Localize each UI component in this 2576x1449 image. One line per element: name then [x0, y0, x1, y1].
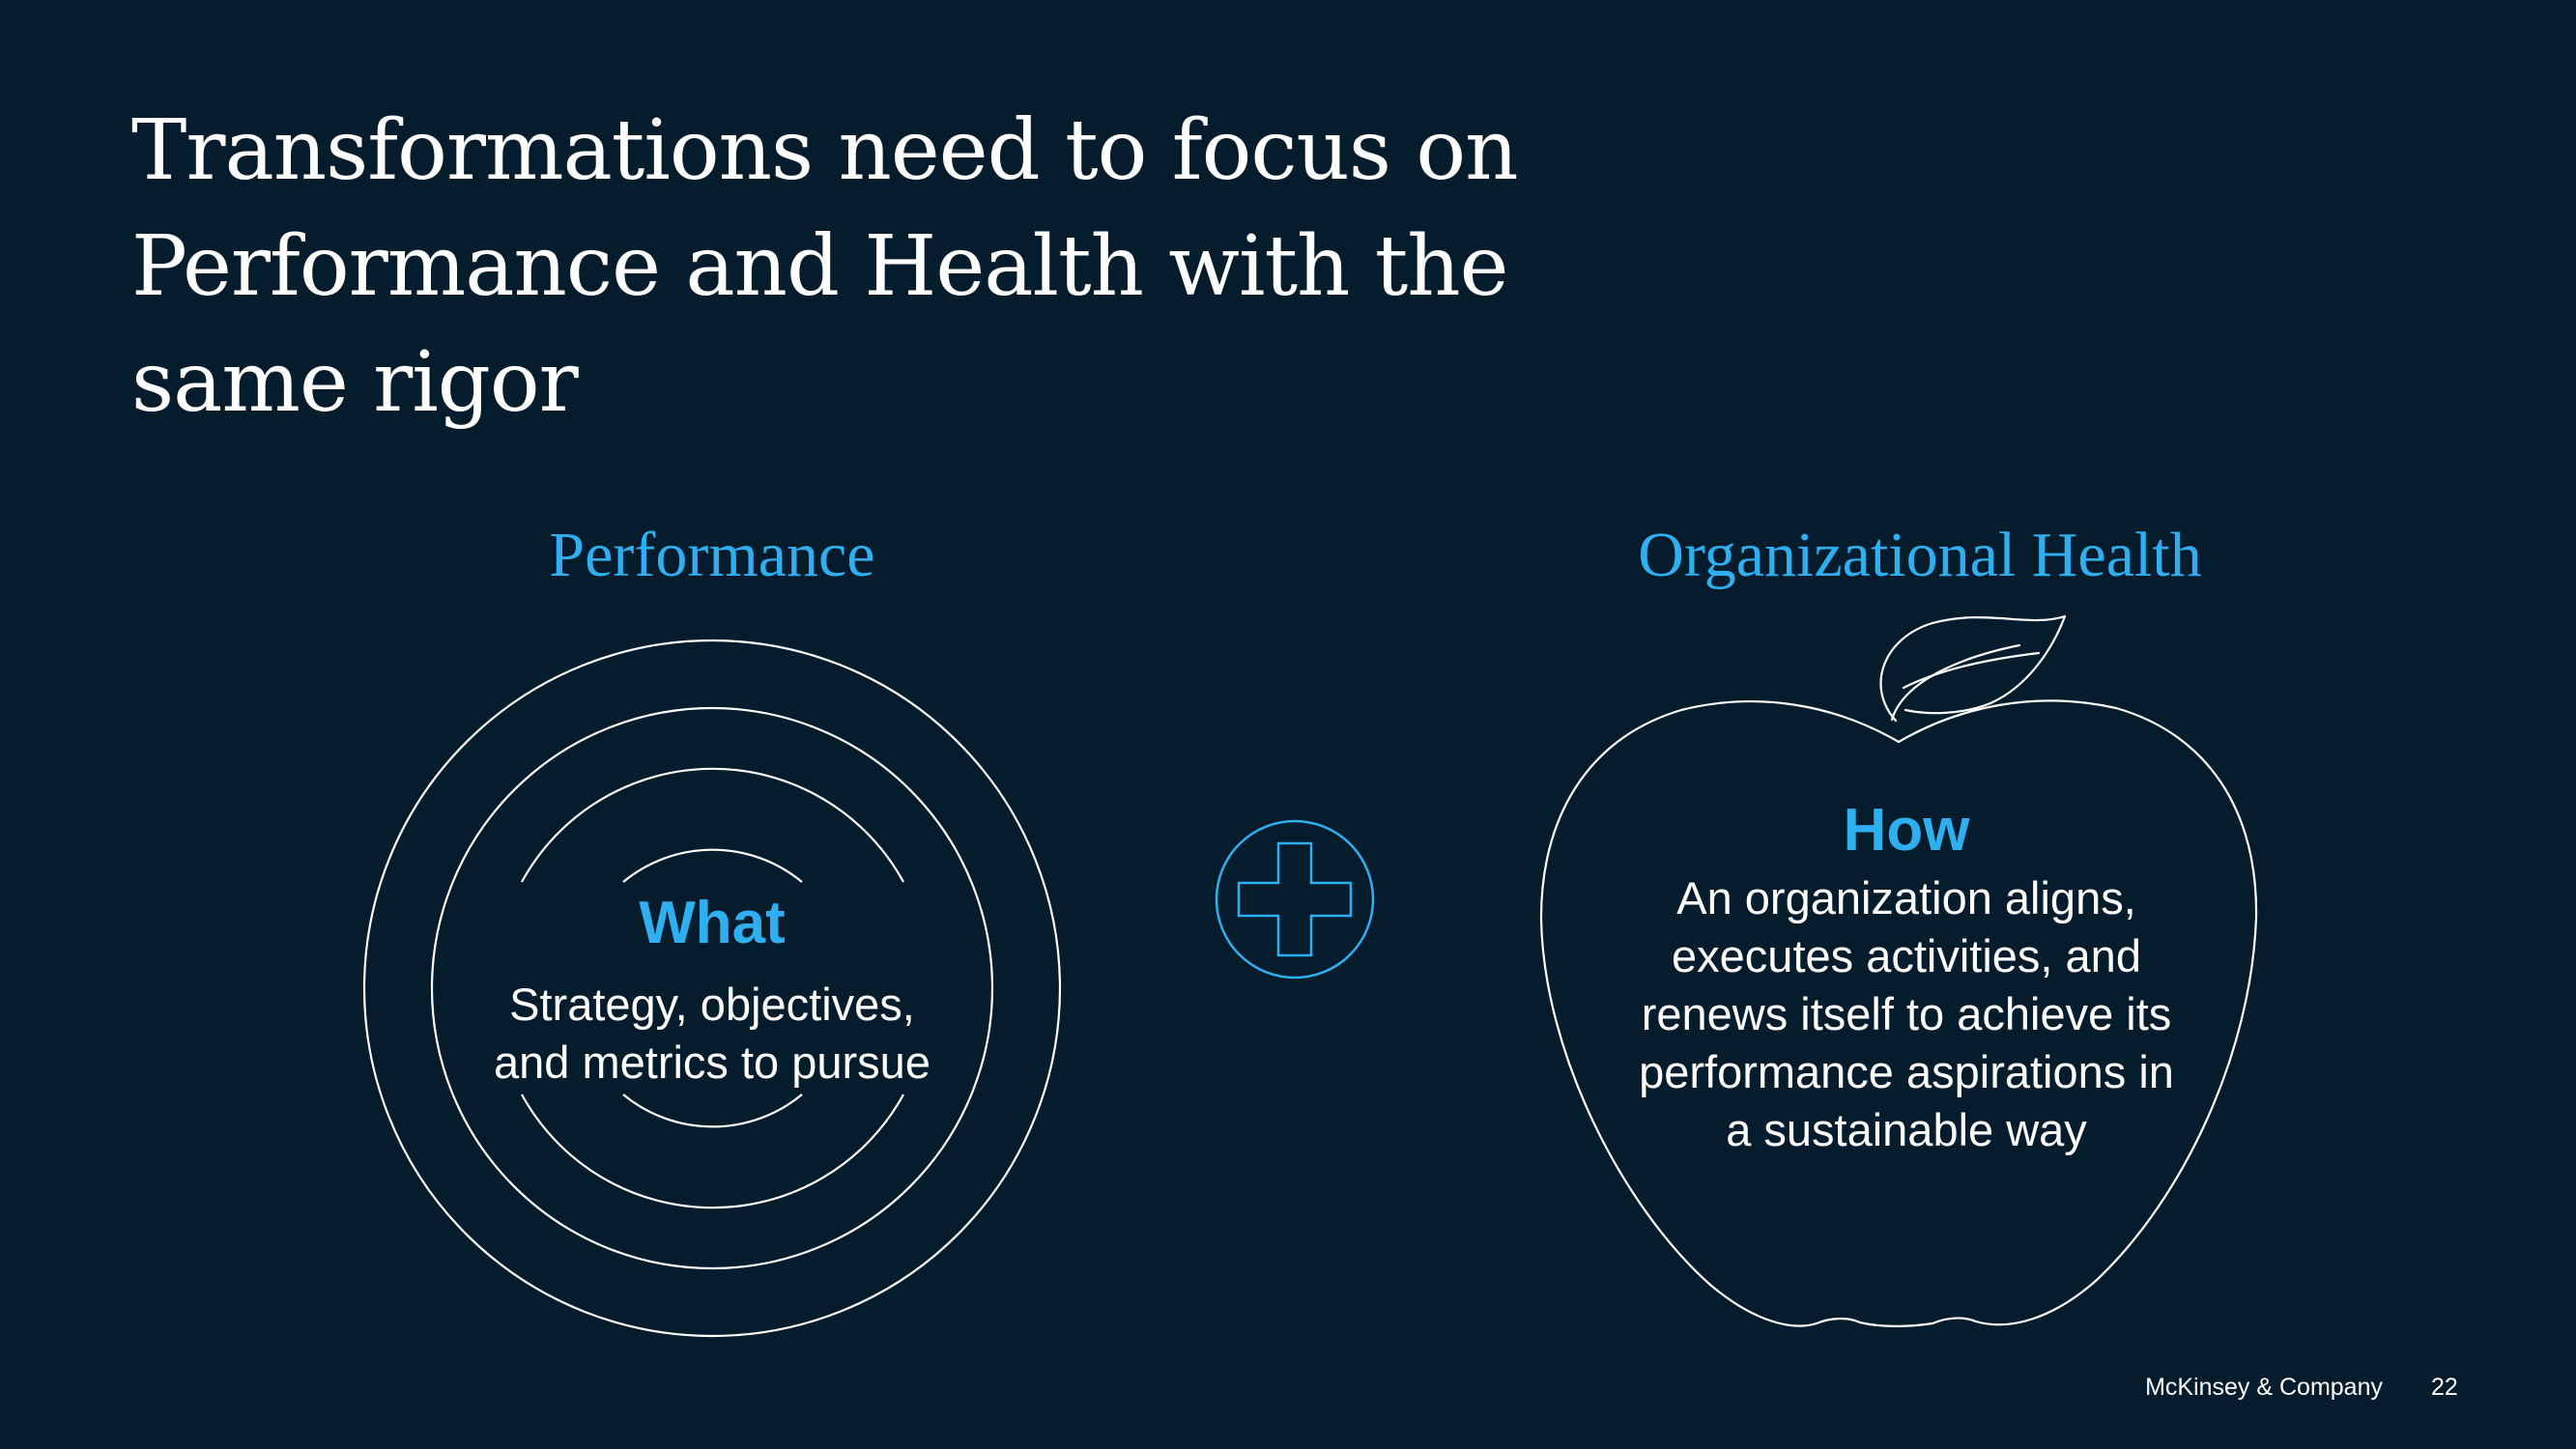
apple-leaf-vein — [1902, 651, 2041, 690]
apple-body — [1539, 699, 2258, 1327]
page-title: Transformations need to focus on Perform… — [131, 93, 1677, 440]
description-line: a sustainable way — [1726, 1104, 2087, 1155]
how-description: An organization aligns, executes activit… — [1588, 869, 2225, 1159]
title-line: same rigor — [131, 334, 579, 431]
description-line: performance aspirations in — [1639, 1046, 2174, 1097]
apple-stem — [1890, 643, 2021, 722]
core-bottom-arc — [622, 1094, 803, 1128]
core-top-arc — [622, 848, 803, 883]
plus-circle-icon — [1215, 819, 1375, 980]
footer-brand: McKinsey & Company — [2145, 1374, 2383, 1401]
health-heading: Organizational Health — [1638, 520, 2202, 590]
outer-ring — [362, 639, 1062, 1338]
page-number: 22 — [2431, 1374, 2458, 1401]
how-label: How — [1843, 797, 1970, 864]
target-circles-icon — [362, 639, 1062, 1338]
what-description: Strategy, objectives, and metrics to pur… — [422, 976, 1002, 1092]
apple-leaf — [1879, 614, 2067, 723]
description-line: renews itself to achieve its — [1641, 988, 2172, 1039]
performance-heading: Performance — [549, 520, 875, 590]
middle-ring — [430, 706, 994, 1270]
title-line: Performance and Health with the — [131, 218, 1509, 315]
title-line: Transformations need to focus on — [131, 102, 1519, 199]
inner-ring-bottom-arc — [521, 1094, 904, 1209]
description-line: and metrics to pursue — [494, 1037, 930, 1088]
description-line: executes activities, and — [1672, 930, 2141, 981]
description-line: An organization aligns, — [1676, 872, 2136, 923]
what-label: What — [639, 890, 786, 956]
inner-ring-top-arc — [521, 767, 904, 883]
apple-outline-icon — [1539, 614, 2258, 1327]
description-line: Strategy, objectives, — [509, 979, 915, 1030]
